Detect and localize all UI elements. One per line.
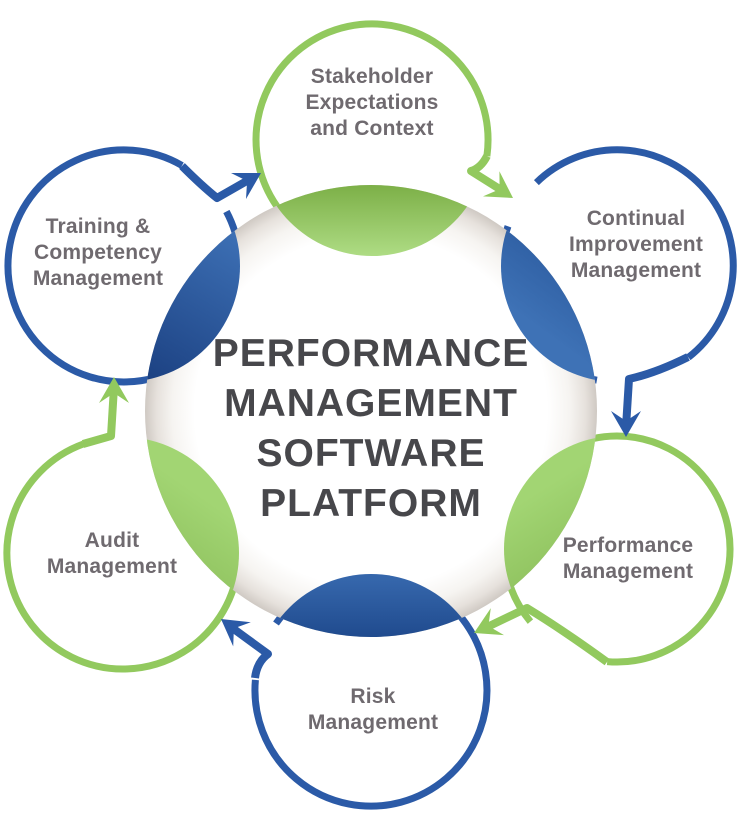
node-label-continual-improvement: Continual Improvement Management — [568, 207, 704, 282]
node-label-training-competency: Training & Competency Management — [32, 215, 164, 290]
arrow-continual-to-performance — [611, 353, 690, 437]
center-hub-circle — [145, 185, 597, 637]
center-title: PERFORMANCE MANAGEMENT SOFTWARE PLATFORM — [212, 332, 530, 525]
node-label-stakeholder-expectations: Stakeholder Expectations and Context — [305, 65, 439, 140]
node-label-performance-management: Performance Management — [562, 534, 694, 583]
petal-top — [256, 185, 488, 256]
node-label-risk-management: Risk Management — [307, 685, 439, 734]
arrow-risk-to-audit — [221, 619, 272, 679]
arrow-training-to-stakeholder — [179, 163, 261, 202]
arrow-performance-to-risk — [474, 604, 610, 666]
arrow-audit-to-training — [81, 377, 129, 448]
arrow-stakeholder-to-continual — [467, 154, 513, 198]
node-label-audit-management: Audit Management — [46, 529, 178, 578]
